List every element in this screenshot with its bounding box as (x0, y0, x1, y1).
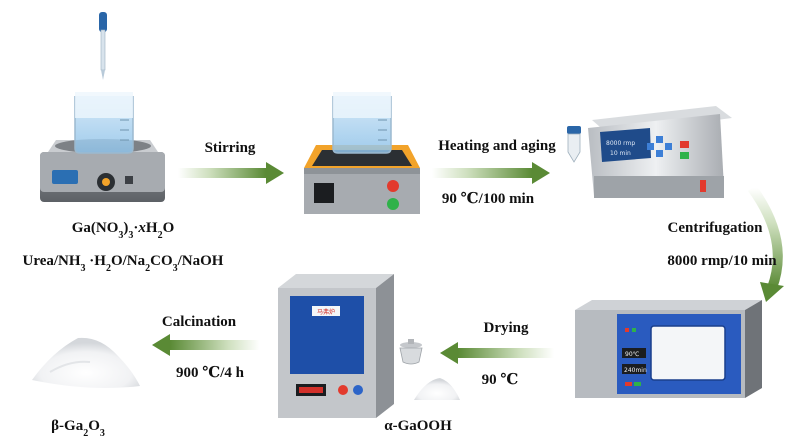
arrow-drying (440, 342, 554, 364)
precipitant-label: Urea/NH3 ·H2O/Na2CO3/NaOH (23, 253, 224, 274)
arrow-calcination (152, 334, 260, 356)
oven-display-time: 240min (624, 367, 647, 374)
hotplate-icon (304, 145, 420, 214)
centrifuge-icon: 8000 rmp 10 min (588, 106, 732, 198)
heating-aging-label: Heating and aging (438, 138, 556, 154)
heating-condition-label: 90 ℃/100 min (442, 191, 535, 207)
calcination-label: Calcination (162, 314, 237, 330)
beaker-icon (74, 92, 134, 154)
furnace-label: 马弗炉 (317, 308, 335, 316)
arrow-heating (432, 162, 550, 184)
centrifuge-display-time: 10 min (610, 150, 631, 157)
ga2o3-powder-icon (32, 337, 140, 388)
pipette-icon (99, 12, 107, 80)
drying-condition-label: 90 ℃ (482, 372, 519, 388)
arrow-centrifugation (747, 185, 784, 302)
drying-label: Drying (484, 320, 530, 336)
muffle-furnace-icon: 马弗炉 (278, 274, 394, 418)
gallium-nitrate-label: Ga(NO3)3·xH2O (72, 220, 175, 241)
centrifugation-label: Centrifugation (668, 220, 764, 236)
gaooh-powder-icon (414, 378, 460, 400)
beta-ga2o3-label: β-Ga2O3 (51, 418, 105, 439)
centrifugation-condition-label: 8000 rmp/10 min (667, 253, 777, 269)
centrifuge-tube-icon (567, 126, 581, 163)
calcination-condition-label: 900 ℃/4 h (176, 365, 245, 381)
oven-display-temp: 90℃ (625, 351, 640, 358)
arrow-stirring (178, 162, 284, 184)
beaker-icon (332, 92, 392, 154)
alpha-gaooh-label: α-GaOOH (384, 418, 452, 434)
crucible-icon (399, 339, 423, 365)
centrifuge-display-speed: 8000 rmp (606, 140, 635, 147)
stirring-label: Stirring (205, 140, 256, 156)
drying-oven-icon: 90℃ 240min (575, 300, 762, 398)
